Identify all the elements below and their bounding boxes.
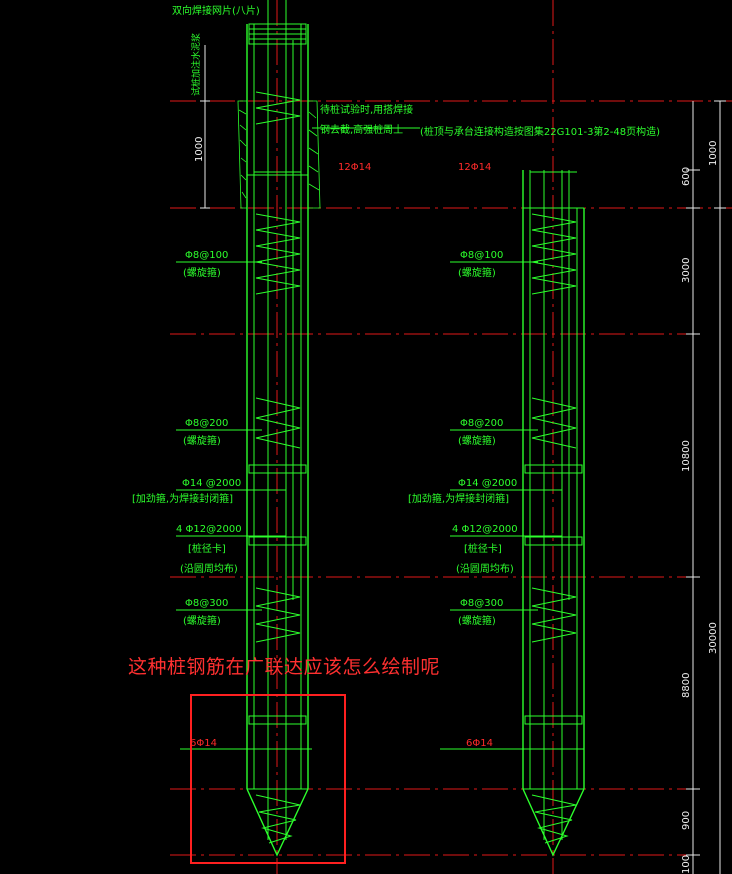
dim-3000: 3000 <box>681 258 692 283</box>
dim-900: 900 <box>681 811 692 830</box>
top-main-bar-right: 12Φ14 <box>458 162 491 173</box>
retain-note-2: 钢去截,高强桩周土 <box>320 123 403 136</box>
dim-far-1000: 1000 <box>708 141 719 166</box>
stirrup-3-spec-right: Φ8@300 <box>460 598 503 609</box>
stirrup-1-spec-right: Φ8@100 <box>460 250 503 261</box>
right-pile <box>522 0 585 874</box>
dim-8800: 8800 <box>681 673 692 698</box>
question-annotation: 这种桩钢筋在广联达应该怎么绘制呢 <box>128 656 441 678</box>
vertical-note: 试桩加注水泥浆 <box>190 33 202 96</box>
stiffener-spec-right: Φ14 @2000 <box>458 478 517 489</box>
bracket-spec-left: 4 Φ12@2000 <box>176 524 242 535</box>
stiffener-note-left: [加劲箍,为焊接封闭箍] <box>132 492 233 505</box>
retain-note-1: 待桩试验时,用搭焊接 <box>320 103 413 116</box>
stirrup-2-spec-left: Φ8@200 <box>185 418 228 429</box>
leader-lines <box>176 127 584 750</box>
bracket-spec-right: 4 Φ12@2000 <box>452 524 518 535</box>
dim-30000: 30000 <box>708 622 719 654</box>
stiffener-note-right: [加劲箍,为焊接封闭箍] <box>408 492 509 505</box>
dimension-lines <box>200 45 726 874</box>
dim-600: 600 <box>681 167 692 186</box>
stiffener-spec-left: Φ14 @2000 <box>182 478 241 489</box>
dim-left-1000: 1000 <box>194 137 205 162</box>
stirrup-1-type-left: (螺旋箍) <box>183 266 221 279</box>
stirrup-3-type-right: (螺旋箍) <box>458 614 496 627</box>
stirrup-2-spec-right: Φ8@200 <box>460 418 503 429</box>
stirrup-3-type-left: (螺旋箍) <box>183 614 221 627</box>
stirrup-1-type-right: (螺旋箍) <box>458 266 496 279</box>
bottom-main-bar-right: 6Φ14 <box>466 738 493 749</box>
left-pile <box>237 0 321 874</box>
bracket-name-left: [桩径卡] <box>188 542 226 555</box>
stirrup-2-type-left: (螺旋箍) <box>183 434 221 447</box>
stirrup-3-spec-left: Φ8@300 <box>185 598 228 609</box>
bracket-name-right: [桩径卡] <box>464 542 502 555</box>
pile-head-note: (桩顶与承台连接构造按图集22G101-3第2-48页构造) <box>420 125 660 138</box>
dim-100: 100 <box>681 855 692 874</box>
stirrup-1-spec-left: Φ8@100 <box>185 250 228 261</box>
mesh-label: 双向焊接网片(八片) <box>172 4 260 17</box>
bottom-main-bar-left: 6Φ14 <box>190 738 217 749</box>
highlight-box <box>190 694 346 864</box>
stirrup-2-type-right: (螺旋箍) <box>458 434 496 447</box>
bracket-note-right: (沿圆周均布) <box>456 563 514 575</box>
top-main-bar-left: 12Φ14 <box>338 162 371 173</box>
bracket-note-left: (沿圆周均布) <box>180 563 238 575</box>
dim-10800: 10800 <box>681 440 692 472</box>
